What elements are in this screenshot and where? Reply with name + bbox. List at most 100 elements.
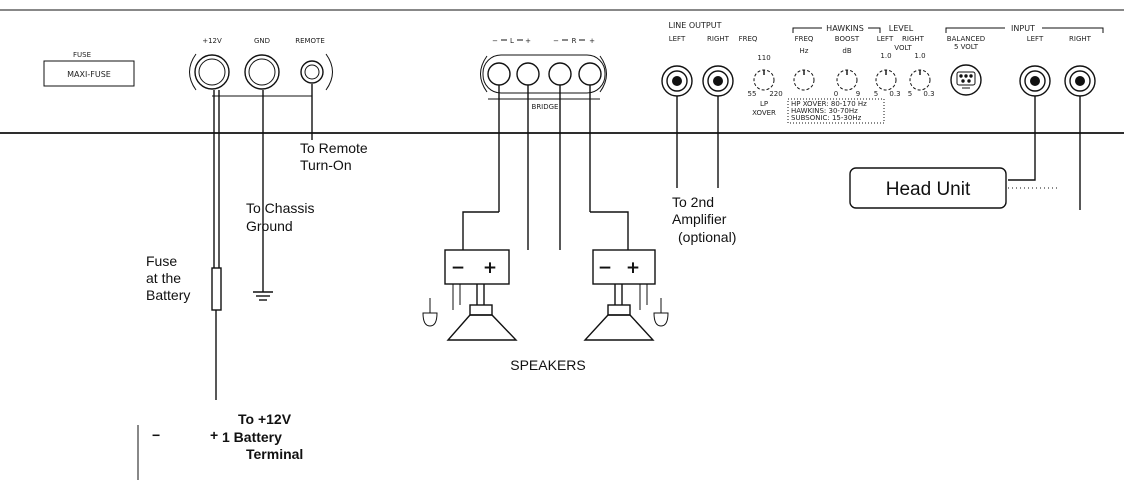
input-volt-label: 5 VOLT <box>954 43 979 51</box>
level-right-top: 1.0 <box>914 52 925 60</box>
remote-label-line1: To Remote <box>300 140 368 156</box>
power-label-gnd: GND <box>254 37 270 45</box>
speaker-left-plus: + <box>483 258 497 278</box>
level-right-label: RIGHT <box>902 35 925 43</box>
level-left-label: LEFT <box>877 35 894 43</box>
spec-line-3: SUBSONIC: 15-30Hz <box>791 114 862 122</box>
speaker-right <box>583 249 656 341</box>
speaker-terminal-block <box>482 54 606 94</box>
maxi-fuse-label: MAXI-FUSE <box>67 70 111 79</box>
terminal-gnd <box>244 54 280 90</box>
ground-plug-icon-left <box>422 298 438 327</box>
rca-line-out-left <box>661 65 693 97</box>
power-label-remote: REMOTE <box>295 37 325 45</box>
spec-line-1: HP XOVER: 80-170 Hz <box>791 100 867 108</box>
xover-freq-mid: 110 <box>757 54 770 62</box>
terminal-l-plus <box>516 62 540 86</box>
battery-label-line1: To +12V <box>238 411 292 427</box>
terminal-l-minus <box>487 62 511 86</box>
chassis-label-line1: To Chassis <box>246 200 314 216</box>
hawkins-boost-label: BOOST <box>835 35 860 43</box>
rca-input-left <box>1019 65 1051 97</box>
hawkins-boost-knob <box>836 69 858 91</box>
hawkins-bracket-left <box>792 27 822 33</box>
level-left-low: 5 <box>874 90 878 98</box>
speaker-right-plus: + <box>626 258 640 278</box>
terminal-remote-inner <box>304 64 320 80</box>
chassis-label-line2: Ground <box>246 218 293 234</box>
ground-plug-icon-right <box>653 298 669 327</box>
head-unit-box <box>849 167 1007 209</box>
hawkins-boost-high: 9 <box>856 90 860 98</box>
spk-header-r: R <box>572 37 577 45</box>
amp2-label-line2: Amplifier <box>672 211 727 227</box>
input-left-label: LEFT <box>1027 35 1044 43</box>
level-left-knob <box>875 69 897 91</box>
head-unit-label: Head Unit <box>886 179 971 200</box>
xover-freq-high: 220 <box>769 90 782 98</box>
line-output-title: LINE OUTPUT <box>668 21 721 30</box>
speaker-block-right-bracket <box>599 55 607 93</box>
maxi-fuse-box <box>43 60 135 87</box>
power-block-left-bracket <box>189 53 197 91</box>
hawkins-title: HAWKINS <box>826 24 864 33</box>
level-right-low: 5 <box>908 90 912 98</box>
terminal-12v-inner <box>198 58 226 86</box>
hawkins-freq-label: FREQ <box>795 35 814 43</box>
xover-xover-label: XOVER <box>752 109 776 117</box>
speaker-right-minus: − <box>598 258 612 278</box>
input-right-label: RIGHT <box>1069 35 1092 43</box>
xover-freq-knob <box>753 69 775 91</box>
spk-header-l: L <box>510 37 514 45</box>
inline-fuse-icon <box>211 267 222 400</box>
spk-header-r-plus: + <box>589 37 595 45</box>
amp2-label-line3: (optional) <box>678 229 736 245</box>
speaker-left-minus: − <box>451 258 465 278</box>
hawkins-bracket-right <box>868 27 881 33</box>
battery-label-line3: Terminal <box>246 446 303 462</box>
fuse-battery-line3: Battery <box>146 287 190 303</box>
terminal-r-plus <box>578 62 602 86</box>
input-balanced-label: BALANCED <box>947 35 985 43</box>
hawkins-freq-unit: Hz <box>800 47 809 55</box>
level-right-knob <box>909 69 931 91</box>
wire-l-minus-route <box>462 211 499 250</box>
line-output-right-label: RIGHT <box>707 35 730 43</box>
hawkins-boost-low: 0 <box>834 90 838 98</box>
line-output-left-label: LEFT <box>669 35 686 43</box>
spk-header-l-plus: + <box>525 37 531 45</box>
wire-r-plus-route <box>590 211 629 250</box>
terminal-remote <box>300 60 324 84</box>
speakers-label: SPEAKERS <box>510 357 585 373</box>
fuse-title: FUSE <box>73 51 91 59</box>
spk-header-r-minus: − <box>553 37 559 45</box>
spec-line-2: HAWKINS: 30-70Hz <box>791 107 858 115</box>
chassis-ground-icon <box>253 291 273 301</box>
xover-freq-label: FREQ <box>739 35 758 43</box>
wire-input-left <box>1008 96 1036 181</box>
balanced-input-connector <box>950 64 982 96</box>
xover-freq-low: 55 <box>748 90 757 98</box>
fuse-battery-line2: at the <box>146 270 181 286</box>
level-title: LEVEL <box>889 24 914 33</box>
battery-plus-sign: + <box>210 427 218 443</box>
spk-header-l-minus: − <box>492 37 498 45</box>
input-bracket-right <box>1042 27 1104 33</box>
remote-label-line2: Turn-On <box>300 157 352 173</box>
input-title: INPUT <box>1011 24 1035 33</box>
amp2-label-line1: To 2nd <box>672 194 714 210</box>
fuse-battery-line1: Fuse <box>146 253 177 269</box>
hawkins-boost-unit: dB <box>842 47 851 55</box>
level-left-top: 1.0 <box>880 52 891 60</box>
terminal-gnd-inner <box>248 58 276 86</box>
battery-label-line2: 1 Battery <box>222 429 282 445</box>
spec-box <box>787 98 885 124</box>
input-bracket-left <box>945 27 1005 33</box>
rca-line-out-right <box>702 65 734 97</box>
speaker-block-left-bracket <box>480 55 488 93</box>
level-left-high: 0.3 <box>889 90 900 98</box>
level-volt-label: VOLT <box>894 44 912 52</box>
bridge-label: BRIDGE <box>532 103 559 111</box>
rca-input-right <box>1064 65 1096 97</box>
